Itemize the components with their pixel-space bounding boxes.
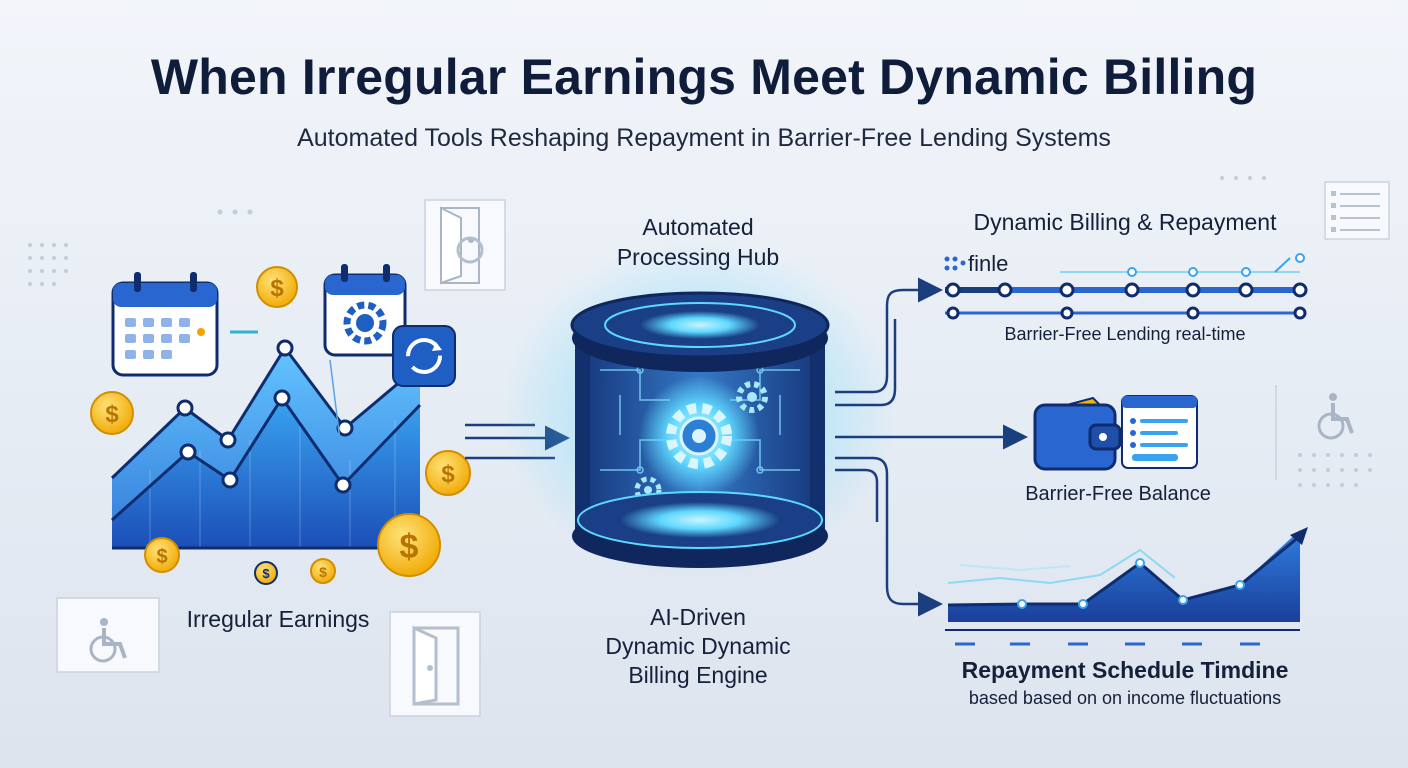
- balance-panel: [1121, 395, 1198, 469]
- balance-label: Barrier-Free Balance: [1025, 483, 1211, 505]
- repayment-schedule-chart: [945, 527, 1308, 646]
- page-title: When Irregular Earnings Meet Dynamic Bil…: [150, 49, 1258, 105]
- irregular-earnings-chart: [110, 339, 425, 550]
- page-subtitle: Automated Tools Reshaping Repayment in B…: [297, 124, 1111, 152]
- wallet-icon: [1033, 396, 1122, 471]
- sync-badge-icon: [392, 325, 456, 387]
- gear-icon: [736, 381, 768, 413]
- coin-symbol: $: [105, 401, 119, 428]
- coin-icon: $: [377, 513, 441, 577]
- hub-label: Automated Processing Hub: [560, 212, 836, 272]
- connector-line: [329, 359, 341, 441]
- coin-icon: $: [254, 561, 278, 585]
- engine-label-line1: AI-Driven: [650, 604, 746, 630]
- wheelchair-icon: [1275, 385, 1354, 480]
- gear-icon: [634, 476, 662, 504]
- coin-symbol: $: [400, 528, 419, 566]
- schedule-title: Repayment Schedule Timdine: [961, 657, 1289, 683]
- door-icon: [389, 611, 481, 717]
- engine-label: AI-Driven Dynamic Dynamic Billing Engine: [560, 603, 836, 690]
- coin-symbol: $: [156, 546, 167, 568]
- wheelchair-icon: [56, 597, 160, 673]
- brand-dots-icon: [944, 256, 966, 271]
- billing-timeline: [945, 253, 1308, 320]
- checklist-icon: [1324, 181, 1390, 240]
- decorative-dots-left: [28, 209, 253, 286]
- calendar-icon: [111, 272, 219, 377]
- decorative-dots-right: [1220, 176, 1372, 487]
- coin-icon: $: [256, 266, 298, 308]
- billing-caption: Barrier-Free Lending real-time: [1004, 324, 1246, 344]
- engine-label-line2: Dynamic Dynamic: [605, 633, 791, 659]
- coin-symbol: $: [262, 566, 270, 581]
- engine-label-line3: Billing Engine: [628, 662, 768, 688]
- calendar-gear-icon: [323, 264, 407, 357]
- coin-icon: $: [90, 391, 134, 435]
- billing-title: Dynamic Billing & Repayment: [973, 209, 1277, 235]
- coin-symbol: $: [319, 564, 327, 580]
- irregular-earnings-label: Irregular Earnings: [186, 606, 370, 632]
- brand-text: finle: [968, 251, 1008, 276]
- door-wheelchair-icon: [424, 199, 506, 291]
- hub-label-line2: Processing Hub: [616, 244, 780, 270]
- flow-arrows-out: [835, 277, 1028, 617]
- coin-symbol: $: [441, 461, 455, 488]
- coin-icon: $: [425, 450, 471, 496]
- hub-label-line1: Automated: [642, 214, 754, 240]
- schedule-caption: based based on on income fluctuations: [968, 688, 1282, 708]
- coin-symbol: $: [270, 275, 284, 302]
- coin-icon: $: [310, 558, 336, 584]
- coin-icon: $: [144, 537, 180, 573]
- processing-hub-cylinder: [499, 240, 899, 580]
- gear-icon: [666, 403, 732, 469]
